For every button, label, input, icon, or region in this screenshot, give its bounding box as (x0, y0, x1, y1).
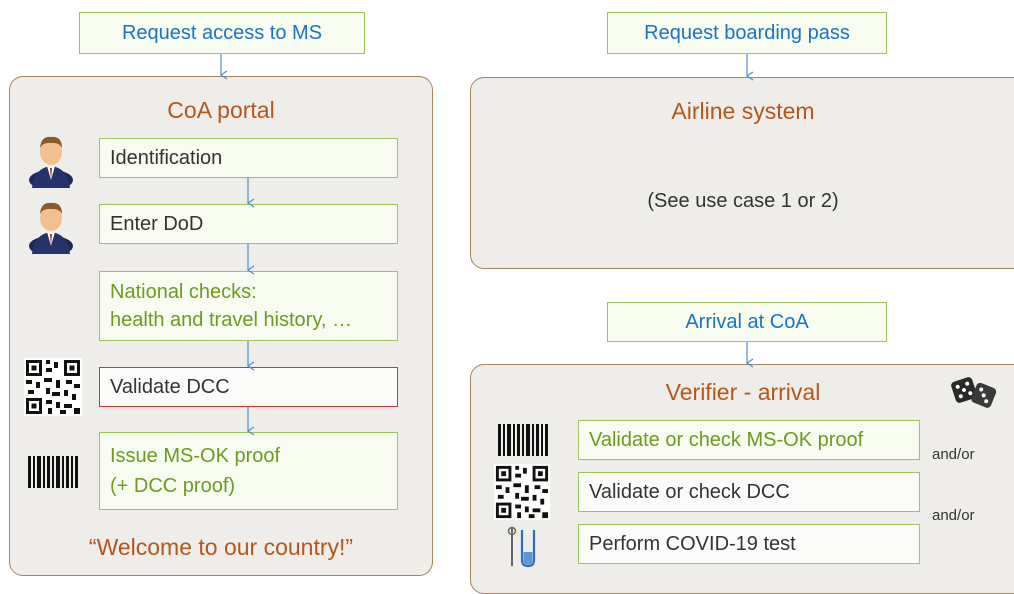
validate-dcc-label: Validate DCC (110, 375, 230, 398)
validate-dcc-check-step: Validate or check DCC (578, 472, 920, 512)
qr-code-icon (24, 358, 82, 416)
identification-step: Identification (99, 138, 398, 178)
national-checks-line2: health and travel history, … (110, 309, 352, 331)
covid-test-label: Perform COVID-19 test (589, 532, 796, 555)
coa-portal-title: CoA portal (167, 97, 275, 123)
enter-dod-step: Enter DoD (99, 204, 398, 244)
validate-ms-ok-label: Validate or check MS-OK proof (589, 428, 864, 451)
airline-title: Airline system (671, 98, 815, 124)
barcode-icon (28, 456, 78, 488)
covid-test-step: Perform COVID-19 test (578, 524, 920, 564)
validate-dcc-step: Validate DCC (99, 367, 398, 407)
verifier-title: Verifier - arrival (665, 379, 821, 405)
issue-proof-line1: Issue MS-OK proof (110, 445, 281, 467)
airline-system-panel: Airline system (See use case 1 or 2) (470, 77, 1014, 269)
validate-ms-ok-step: Validate or check MS-OK proof (578, 420, 920, 460)
test-tube-icon (507, 526, 536, 568)
request-access-box: Request access to MS (79, 12, 365, 54)
and-or-label-2: and/or (932, 507, 975, 524)
request-access-label: Request access to MS (121, 21, 323, 44)
barcode-icon (498, 424, 548, 456)
validate-dcc-check-label: Validate or check DCC (589, 480, 790, 503)
flow-arrows (219, 54, 754, 436)
person-icon (29, 136, 73, 188)
issue-proof-line2: (+ DCC proof) (110, 475, 236, 497)
enter-dod-label: Enter DoD (110, 212, 204, 235)
and-or-label-1: and/or (932, 446, 975, 463)
arrival-label: Arrival at CoA (685, 310, 809, 333)
arrival-box: Arrival at CoA (607, 302, 887, 342)
request-boarding-label: Request boarding pass (644, 21, 850, 44)
person-icon (29, 202, 73, 254)
national-checks-line1: National checks: (110, 281, 257, 303)
request-boarding-box: Request boarding pass (607, 12, 887, 54)
national-checks-step: National checks: health and travel histo… (99, 271, 398, 341)
issue-proof-step: Issue MS-OK proof (+ DCC proof) (99, 432, 398, 510)
airline-note: (See use case 1 or 2) (647, 190, 839, 212)
qr-code-icon (494, 464, 550, 520)
welcome-text: “Welcome to our country!” (88, 534, 354, 560)
identification-label: Identification (110, 146, 223, 169)
dice-icon (951, 377, 997, 408)
